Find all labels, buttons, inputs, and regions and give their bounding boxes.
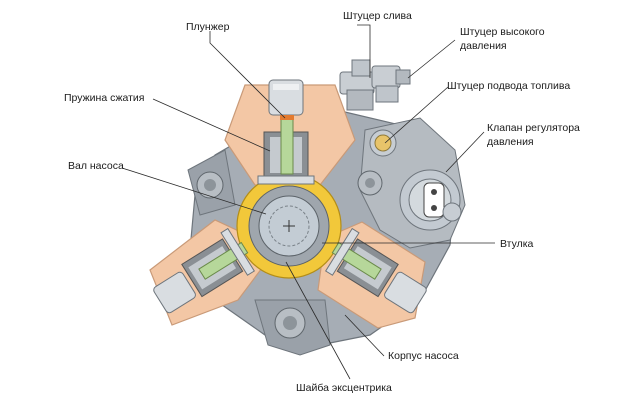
plunger-right-assembly: [325, 227, 427, 314]
regulator-housing: [359, 117, 466, 249]
leader-eccentric: [285, 261, 351, 380]
leader-housing: [344, 314, 385, 357]
label-housing: Корпус насоса: [388, 350, 459, 362]
leader-lines: [121, 24, 495, 380]
leader-spring: [152, 98, 271, 152]
label-plunger: Плунжер: [186, 21, 230, 33]
leader-regulator: [445, 131, 485, 173]
leader-drain: [357, 24, 371, 78]
plunger-top-assembly: [257, 79, 315, 185]
label-hp-fitting: Штуцер высокого давления: [460, 26, 545, 52]
leader-shaft: [121, 167, 267, 215]
drain-fitting: [339, 59, 375, 111]
leader-hp: [407, 39, 456, 79]
label-fuel-inlet: Штуцер подвода топлива: [447, 80, 571, 92]
label-spring: Пружина сжатия: [64, 92, 145, 104]
leader-inlet: [384, 86, 449, 144]
label-bushing: Втулка: [500, 238, 534, 250]
housing-bolts: [196, 170, 383, 339]
label-regulator: Клапан регулятора давления: [487, 122, 580, 148]
label-eccentric: Шайба эксцентрика: [296, 382, 392, 394]
label-drain-fitting: Штуцер слива: [343, 10, 412, 22]
hp-fitting: [371, 65, 411, 103]
shaft-rotation-path: [268, 205, 310, 247]
label-shaft: Вал насоса: [68, 160, 124, 172]
shaft-center-mark: [283, 220, 295, 232]
leader-plunger: [209, 31, 286, 119]
plunger-left-assembly: [153, 227, 255, 314]
